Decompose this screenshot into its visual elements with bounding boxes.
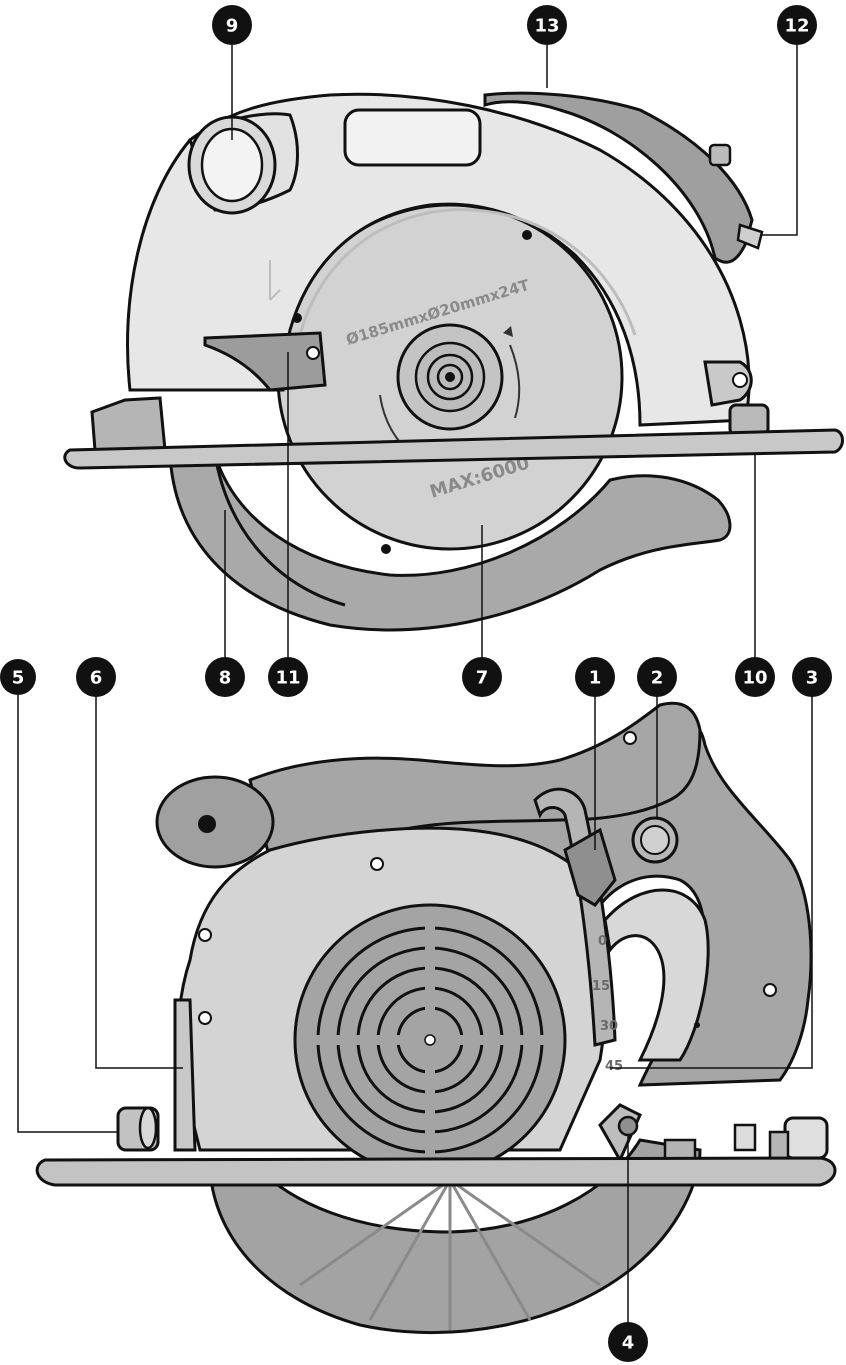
callout-10: 10 bbox=[735, 657, 775, 697]
bevel-tick-30: 30 bbox=[600, 1019, 618, 1034]
svg-text:4: 4 bbox=[622, 1333, 635, 1354]
rear-guard-cover bbox=[483, 91, 754, 264]
callout-8: 8 bbox=[205, 657, 245, 697]
callout-badges: 9 13 12 8 11 7 10 5 6 1 2 3 4 bbox=[0, 5, 832, 1362]
callout-2: 2 bbox=[637, 657, 677, 697]
callout-11: 11 bbox=[268, 657, 308, 697]
saw-motor-side-view: 0 15 30 45 bbox=[35, 701, 837, 1335]
riving-knife-plate bbox=[173, 998, 197, 1152]
svg-text:9: 9 bbox=[226, 16, 239, 37]
blade-guard-arc bbox=[213, 454, 346, 607]
base-plate-front bbox=[35, 1156, 837, 1187]
front-bevel-lock-knob bbox=[116, 1106, 160, 1152]
depth-lock-wing-knob bbox=[598, 1103, 642, 1164]
bevel-tick-15: 15 bbox=[592, 979, 610, 994]
svg-text:8: 8 bbox=[219, 668, 232, 689]
callout-leaders-top bbox=[224, 45, 798, 660]
svg-text:12: 12 bbox=[784, 16, 809, 37]
svg-text:5: 5 bbox=[12, 668, 25, 689]
rear-handle bbox=[248, 701, 702, 862]
callout-4: 4 bbox=[608, 1322, 648, 1362]
callout-6: 6 bbox=[76, 657, 116, 697]
callout-leaders-bottom bbox=[17, 695, 813, 1330]
svg-text:6: 6 bbox=[90, 668, 103, 689]
lock-off-lever bbox=[563, 827, 617, 907]
bevel-scale-slot bbox=[533, 787, 617, 1047]
svg-text:2: 2 bbox=[651, 668, 664, 689]
callout-1: 1 bbox=[575, 657, 615, 697]
lower-blade-guard bbox=[168, 453, 732, 632]
svg-text:1: 1 bbox=[589, 668, 602, 689]
rear-guide-knob bbox=[768, 1116, 829, 1162]
callout-12: 12 bbox=[777, 5, 817, 45]
svg-text:3: 3 bbox=[806, 668, 819, 689]
lower-guard-bottom bbox=[208, 1138, 702, 1335]
callout-13: 13 bbox=[527, 5, 567, 45]
callout-9: 9 bbox=[212, 5, 252, 45]
svg-text:10: 10 bbox=[742, 668, 767, 689]
bevel-adjust-screw bbox=[736, 223, 764, 250]
callout-7: 7 bbox=[462, 657, 502, 697]
svg-text:7: 7 bbox=[476, 668, 489, 689]
handle-grip-opening bbox=[603, 888, 710, 1062]
svg-text:13: 13 bbox=[534, 16, 559, 37]
svg-text:11: 11 bbox=[275, 668, 300, 689]
front-bracket bbox=[90, 396, 167, 452]
saw-blade-side-view: Ø185mmxØ20mmx24T MAX:6000 bbox=[63, 91, 844, 632]
bevel-tick-0: 0 bbox=[598, 934, 607, 949]
base-plate-side bbox=[63, 428, 844, 470]
callout-3: 3 bbox=[792, 657, 832, 697]
bevel-tick-45: 45 bbox=[605, 1059, 623, 1074]
handle-slot bbox=[343, 108, 482, 167]
callout-5: 5 bbox=[0, 659, 36, 695]
